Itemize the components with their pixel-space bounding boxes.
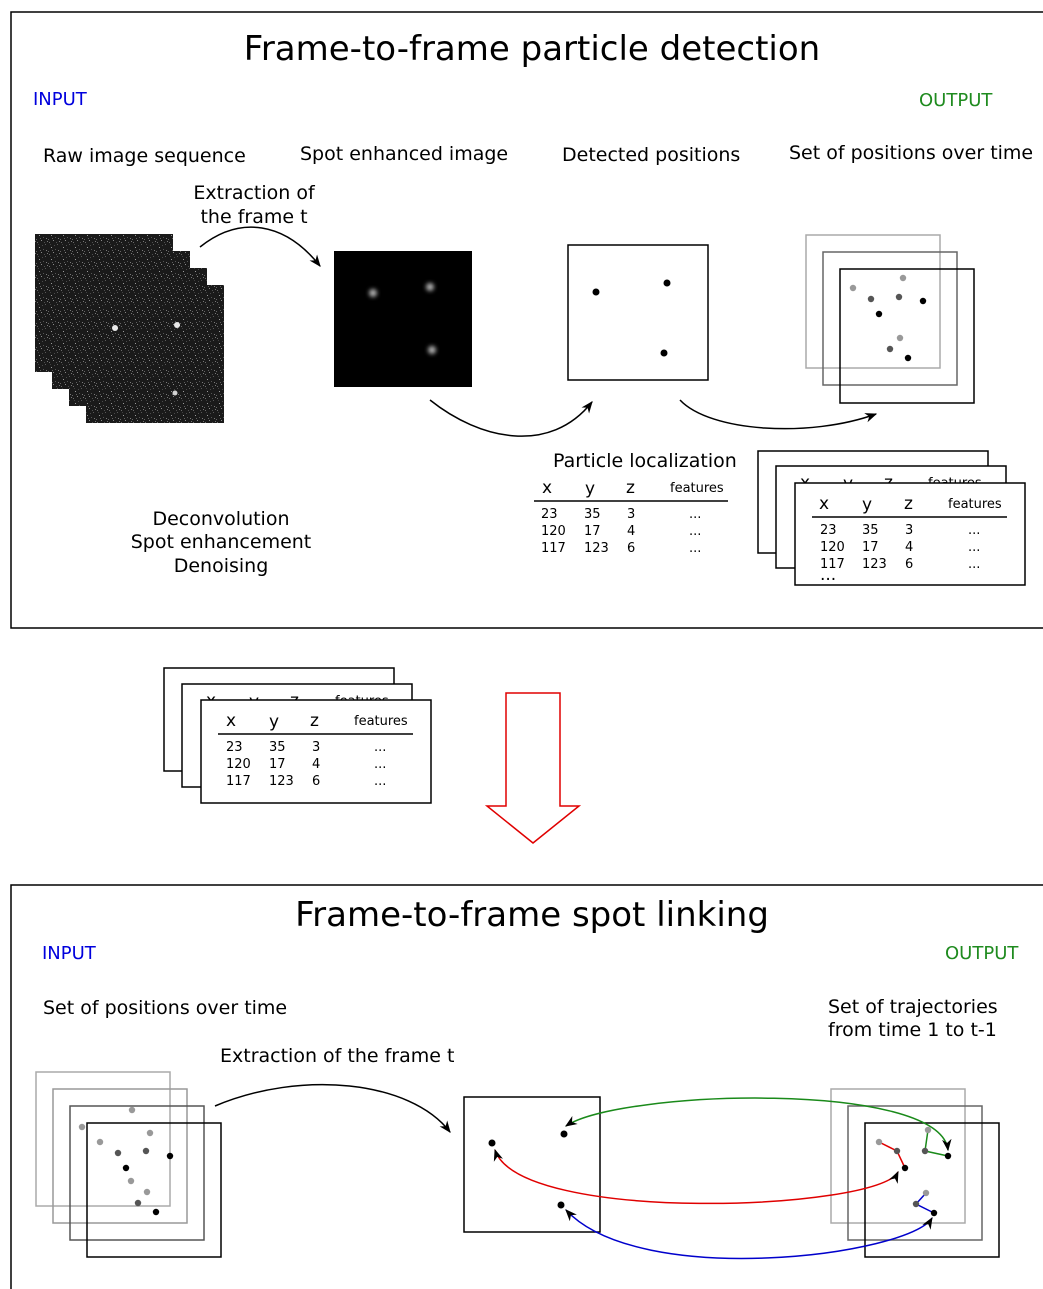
table-header-y: y	[585, 479, 595, 499]
table-text: 123	[862, 557, 887, 572]
table-text: 6	[312, 774, 320, 789]
label-set-of-positions-input: Set of positions over time	[43, 997, 287, 1019]
stacked-tables-output: x y z features x y z features 23 35 3 ..…	[757, 450, 1026, 586]
table-cell: 117	[541, 541, 566, 556]
panel1-input-label: INPUT	[33, 89, 88, 110]
table-text: ...	[968, 557, 980, 572]
table-text: 4	[312, 757, 320, 772]
label-trajectories-line1: Set of trajectories	[828, 996, 998, 1018]
down-arrow	[484, 692, 582, 844]
table-text: features	[354, 714, 408, 729]
linking-extraction-arrow	[214, 1083, 451, 1133]
table-text: z	[310, 711, 319, 731]
table-text: 117	[226, 774, 251, 789]
middle-stacked-tables: x y z features x y z features 23 35 3 ..…	[163, 667, 432, 804]
table-text: ...	[374, 757, 386, 772]
table-text: 117	[820, 557, 845, 572]
extraction-arrow	[199, 226, 321, 267]
table-cell: 4	[627, 524, 635, 539]
trajectories-stack	[830, 1088, 1000, 1258]
table-text: x	[819, 494, 829, 514]
table-text: 23	[820, 523, 837, 538]
label-extraction-frame: Extraction of the frame t	[220, 1045, 454, 1067]
label-particle-localization: Particle localization	[553, 450, 737, 472]
link-blue-arc	[565, 1209, 933, 1260]
panel2-output-label: OUTPUT	[945, 943, 1019, 964]
processing-deconvolution: Deconvolution	[152, 508, 289, 530]
panel1-border	[10, 11, 1043, 629]
table-text: z	[904, 494, 913, 514]
link-green-arc	[564, 1097, 952, 1152]
label-extraction-line2: the frame t	[200, 206, 307, 228]
label-extraction-line1: Extraction of	[193, 182, 316, 204]
table-cell: 17	[584, 524, 601, 539]
detected-positions-frame	[567, 244, 709, 381]
localization-arrow	[429, 399, 593, 437]
table-text: 123	[269, 774, 294, 789]
table-cell: 3	[627, 507, 635, 522]
table-text: 3	[905, 523, 913, 538]
table-cell: ...	[689, 507, 701, 522]
raw-image-stack	[35, 234, 224, 423]
panel1-title: Frame-to-frame particle detection	[244, 29, 820, 69]
table-text: ...	[968, 540, 980, 555]
table-text: 6	[905, 557, 913, 572]
table-text: ...	[374, 740, 386, 755]
label-set-of-positions: Set of positions over time	[789, 142, 1033, 164]
table-cell: 6	[627, 541, 635, 556]
table-header-z: z	[626, 478, 635, 498]
table-text: 23	[226, 740, 243, 755]
processing-denoising: Denoising	[174, 555, 269, 577]
table-text: 3	[312, 740, 320, 755]
table-text: x	[226, 711, 236, 731]
label-detected-positions: Detected positions	[562, 144, 740, 166]
table-text: ...	[820, 565, 836, 585]
frame-t	[463, 1096, 601, 1233]
table-header-features: features	[670, 481, 724, 496]
table-text: y	[862, 495, 872, 515]
table-cell: 123	[584, 541, 609, 556]
panel1-output-label: OUTPUT	[919, 90, 993, 111]
table-text: 35	[862, 523, 879, 538]
accumulation-arrow	[679, 399, 878, 430]
panel2-input-label: INPUT	[42, 943, 97, 964]
input-positions-stack	[35, 1071, 222, 1258]
label-trajectories-line2: from time 1 to t-1	[828, 1019, 997, 1041]
table-text: 17	[862, 540, 879, 555]
table-text: ...	[968, 523, 980, 538]
table-text: y	[269, 712, 279, 732]
label-raw-image-sequence: Raw image sequence	[43, 145, 246, 167]
table-cell: 35	[584, 507, 601, 522]
spot-enhanced-image	[334, 251, 472, 387]
processing-spot-enhancement: Spot enhancement	[131, 531, 312, 553]
positions-over-time-stack	[805, 234, 975, 404]
link-red-arc	[493, 1148, 899, 1205]
table-text: 120	[226, 757, 251, 772]
table-text: 120	[820, 540, 845, 555]
panel-spot-linking: Frame-to-frame spot linking INPUT OUTPUT…	[10, 884, 1043, 1289]
table-cell: ...	[689, 524, 701, 539]
table-text: features	[948, 497, 1002, 512]
table-text: 35	[269, 740, 286, 755]
panel2-title: Frame-to-frame spot linking	[295, 895, 769, 935]
panel2-border	[10, 884, 1043, 1289]
table-cell: ...	[689, 541, 701, 556]
localization-table: x y z features 23 35 3 ... 120 17 4 ... …	[534, 478, 728, 556]
label-spot-enhanced-image: Spot enhanced image	[300, 143, 508, 165]
table-cell: 23	[541, 507, 558, 522]
table-text: 17	[269, 757, 286, 772]
table-text: ...	[374, 774, 386, 789]
table-cell: 120	[541, 524, 566, 539]
table-header-x: x	[542, 478, 552, 498]
table-text: 4	[905, 540, 913, 555]
panel-particle-detection: Frame-to-frame particle detection INPUT …	[10, 11, 1043, 629]
